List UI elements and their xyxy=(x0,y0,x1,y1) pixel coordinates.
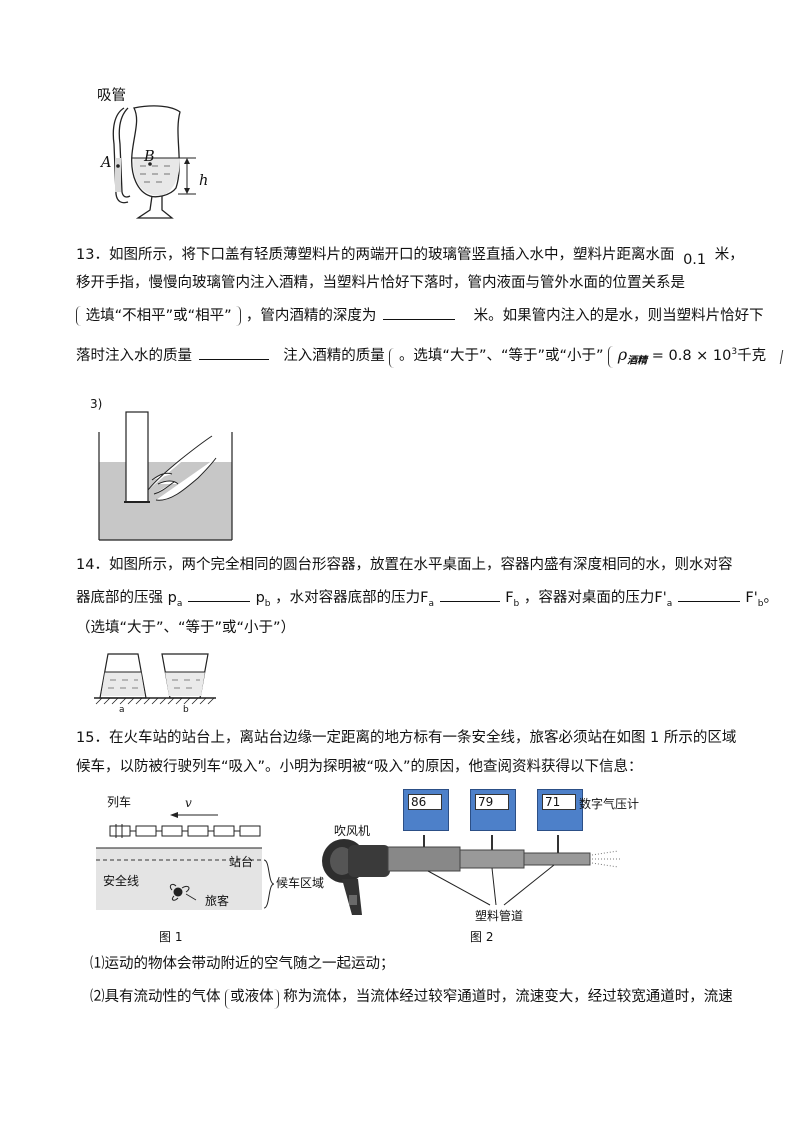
label-digital-barometer: 数字气压计 xyxy=(579,797,640,811)
paren-close xyxy=(236,306,242,326)
caption-figure-1: 图 1 xyxy=(159,930,183,944)
q13-option-hint: 选填“不相平”或“相平” xyxy=(85,308,232,324)
label-train: 列车 xyxy=(107,795,132,809)
q14-line1: 14．如图所示，两个完全相同的圆台形容器，放置在水平桌面上，容器内盛有深度相同的… xyxy=(76,557,733,573)
q15-info-1: ⑴运动的物体会带动附近的空气随之一起运动； xyxy=(90,956,395,972)
figure-1-platform xyxy=(92,790,332,920)
q14-blank-pressure[interactable] xyxy=(187,585,250,602)
sub-a-3: a xyxy=(666,598,673,609)
unit-slash xyxy=(779,349,784,364)
q13-line2: 移开手指，慢慢向玻璃管内注入酒精，当塑料片恰好下落时，管内液面与管外水面的位置关… xyxy=(76,275,685,291)
gauge-2-reading: 79 xyxy=(475,794,509,810)
q13-blank-mass[interactable] xyxy=(198,343,269,360)
label-waiting-area: 候车区域 xyxy=(276,876,325,890)
q13-line5: 3) xyxy=(90,397,103,411)
q13-depth-value: 0.1 xyxy=(683,252,707,268)
q13-line3: 选填“不相平”或“相平” ，管内酒精的深度为 米。如果管内注入的是水，则当塑料片… xyxy=(76,303,764,327)
label-passenger: 旅客 xyxy=(205,894,230,908)
q15-line2: 候车，以防被行驶列车“吸入”。小明为探明被“吸入”的原因，他查阅资料获得以下信息… xyxy=(76,759,643,775)
q15-line1: 15．在火车站的站台上，离站台边缘一定距离的地方标有一条安全线，旅客必须站在如图… xyxy=(76,730,737,746)
straw-vase-drawing xyxy=(112,105,196,219)
q14-period: 。 xyxy=(763,590,778,606)
q13-line1-prefix: 13．如图所示，将下口盖有轻质薄塑料片的两端开口的玻璃管竖直插入水中，塑料片距离… xyxy=(76,247,675,263)
q14-table-force-text: ，容器对桌面的压力F' xyxy=(523,590,667,606)
platform-drawing xyxy=(96,812,275,910)
q13-line3-rest: 米。如果管内注入的是水，则当塑料片恰好下 xyxy=(473,308,764,324)
paren-close-3 xyxy=(274,989,279,1009)
label-container-b: b xyxy=(183,705,189,715)
sub-b-3: b xyxy=(757,598,764,609)
label-platform: 站台 xyxy=(229,855,254,869)
q14-F2b: F' xyxy=(745,590,758,606)
q15-info2-c: 称为流体，当流体经过较窄通道时，流速变大，经过较宽通道时，流速 xyxy=(283,989,733,1005)
paren-open-3 xyxy=(225,989,230,1009)
label-h: h xyxy=(199,173,209,189)
q14-blank-table-force[interactable] xyxy=(677,585,740,602)
figure-containers xyxy=(92,650,222,718)
q14-force-text: ，水对容器底部的压力F xyxy=(275,590,429,606)
rho-value: = 0.8 × 10 xyxy=(651,347,732,364)
pressure-gauge-1: 86 xyxy=(403,789,449,831)
q13-depth-text: ，管内酒精的深度为 xyxy=(245,308,377,324)
q13-alcohol-mass-text: 注入酒精的质量 xyxy=(283,347,385,364)
figure-2-pipe xyxy=(318,835,628,925)
pressure-gauge-3: 71 xyxy=(537,789,583,831)
sub-b-1: b xyxy=(264,598,271,609)
q14-blank-force[interactable] xyxy=(439,585,500,602)
q13-blank-depth[interactable] xyxy=(383,303,455,320)
sub-a-1: a xyxy=(176,598,183,609)
gauge-3-reading: 71 xyxy=(542,794,576,810)
sub-b-2: b xyxy=(513,598,520,609)
q13-line1: 13．如图所示，将下口盖有轻质薄塑料片的两端开口的玻璃管竖直插入水中，塑料片距离… xyxy=(76,244,744,268)
label-safety-line: 安全线 xyxy=(103,874,140,888)
rho-exponent: 3 xyxy=(731,347,738,357)
caption-figure-2: 图 2 xyxy=(470,930,494,944)
q14-pb: p xyxy=(255,590,265,606)
label-container-a: a xyxy=(119,705,125,715)
beaker-drawing xyxy=(98,411,233,541)
q13-line1-suffix: 米， xyxy=(714,247,744,263)
pressure-gauge-2: 79 xyxy=(470,789,516,831)
paren-open xyxy=(76,306,81,326)
containers-drawing xyxy=(94,653,216,705)
q13-water-mass-text: 落时注入水的质量 xyxy=(76,347,192,364)
gauge-1-reading: 86 xyxy=(408,794,442,810)
q14-line3: （选填“大于”、“等于”或“小于”） xyxy=(76,620,296,636)
q14-pressure-text: 器底部的压强 p xyxy=(76,590,177,606)
label-A: A xyxy=(101,155,112,171)
q15-info-2: ⑵具有流动性的气体 或液体 称为流体，当流体经过较窄通道时，流速变大，经过较宽通… xyxy=(90,986,733,1009)
label-plastic-pipe: 塑料管道 xyxy=(475,909,524,923)
q14-Fb: F xyxy=(505,590,514,606)
q15-info2-a: ⑵具有流动性的气体 xyxy=(90,989,221,1005)
label-straw: 吸管 xyxy=(97,88,126,104)
unit-kg: 千克 xyxy=(737,347,767,364)
pipe-drawing xyxy=(322,835,620,915)
rho-subscript: 酒精 xyxy=(627,355,648,367)
label-velocity: v xyxy=(185,796,192,810)
q13-line4: 落时注入水的质量 注入酒精的质量 。选填“大于”、“等于”或“小于” ρ酒精 =… xyxy=(76,341,793,373)
paren-open-2 xyxy=(389,347,394,368)
q15-info2-b: 或液体 xyxy=(230,989,274,1005)
paren-rho xyxy=(608,345,613,368)
figure-beaker-hand xyxy=(96,410,236,542)
q14-line2: 器底部的压强 pa pb ，水对容器底部的压力Fa Fb ，容器对桌面的压力F'… xyxy=(76,585,778,615)
label-hair-dryer: 吹风机 xyxy=(334,824,371,838)
label-B: B xyxy=(144,149,155,165)
figure-straw-vase xyxy=(94,84,204,234)
rho-symbol: ρ xyxy=(617,344,628,364)
q13-option-hint-2: 。选填“大于”、“等于”或“小于” xyxy=(398,347,604,364)
sub-a-2: a xyxy=(428,598,434,609)
